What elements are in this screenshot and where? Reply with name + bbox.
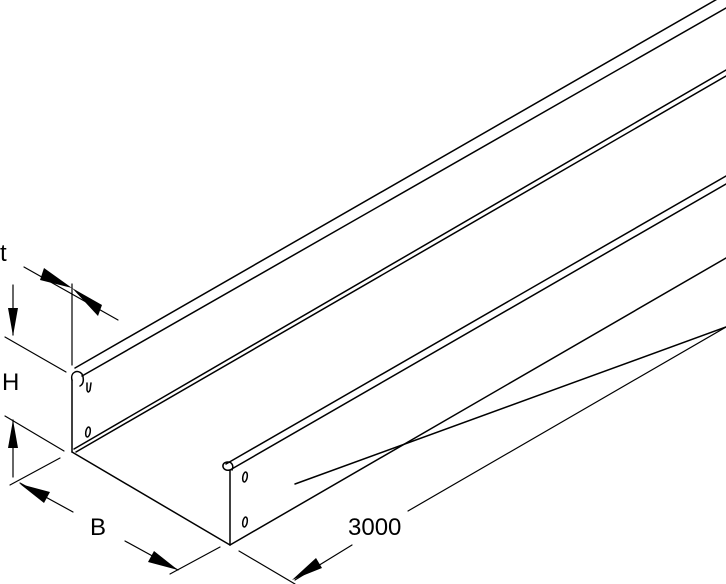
- left-wall: [70, 0, 726, 453]
- dimension-label-h: H: [2, 369, 20, 396]
- floor-front-edge: [71, 451, 231, 546]
- arrowheads: [8, 268, 322, 580]
- dimension-label-b: B: [90, 514, 107, 541]
- dimension-length: [238, 326, 726, 584]
- right-wall: [222, 175, 726, 546]
- dimension-label-t: t: [0, 240, 7, 267]
- dimension-b: [9, 457, 221, 575]
- dimension-label-length: 3000: [348, 514, 402, 541]
- dimension-t: [23, 266, 119, 366]
